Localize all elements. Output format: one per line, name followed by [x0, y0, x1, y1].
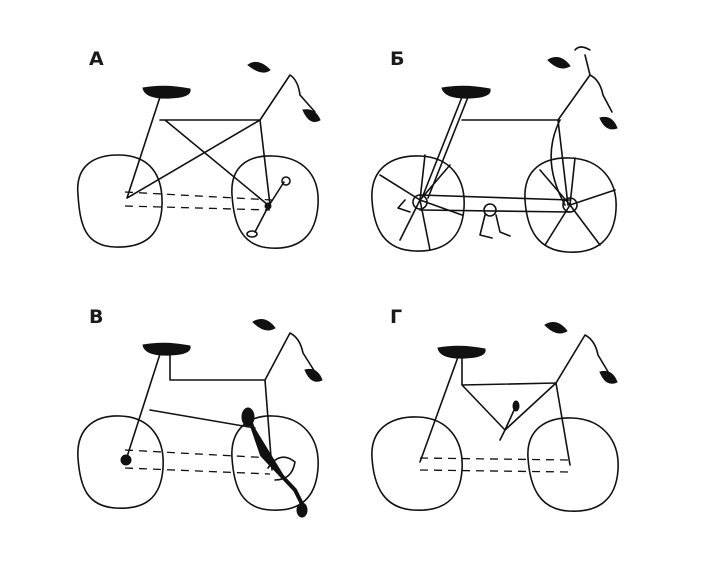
panel-label-v: В [89, 306, 104, 328]
panel-label-b: Б [390, 48, 405, 70]
bicycle-drawing-v [77, 319, 323, 518]
panel-label-a: А [89, 48, 104, 70]
bicycle-drawing-b [371, 46, 618, 253]
panel-label-g: Г [390, 306, 403, 328]
bicycle-drawing-a [77, 61, 321, 249]
bicycle-drawing-g [371, 322, 619, 512]
